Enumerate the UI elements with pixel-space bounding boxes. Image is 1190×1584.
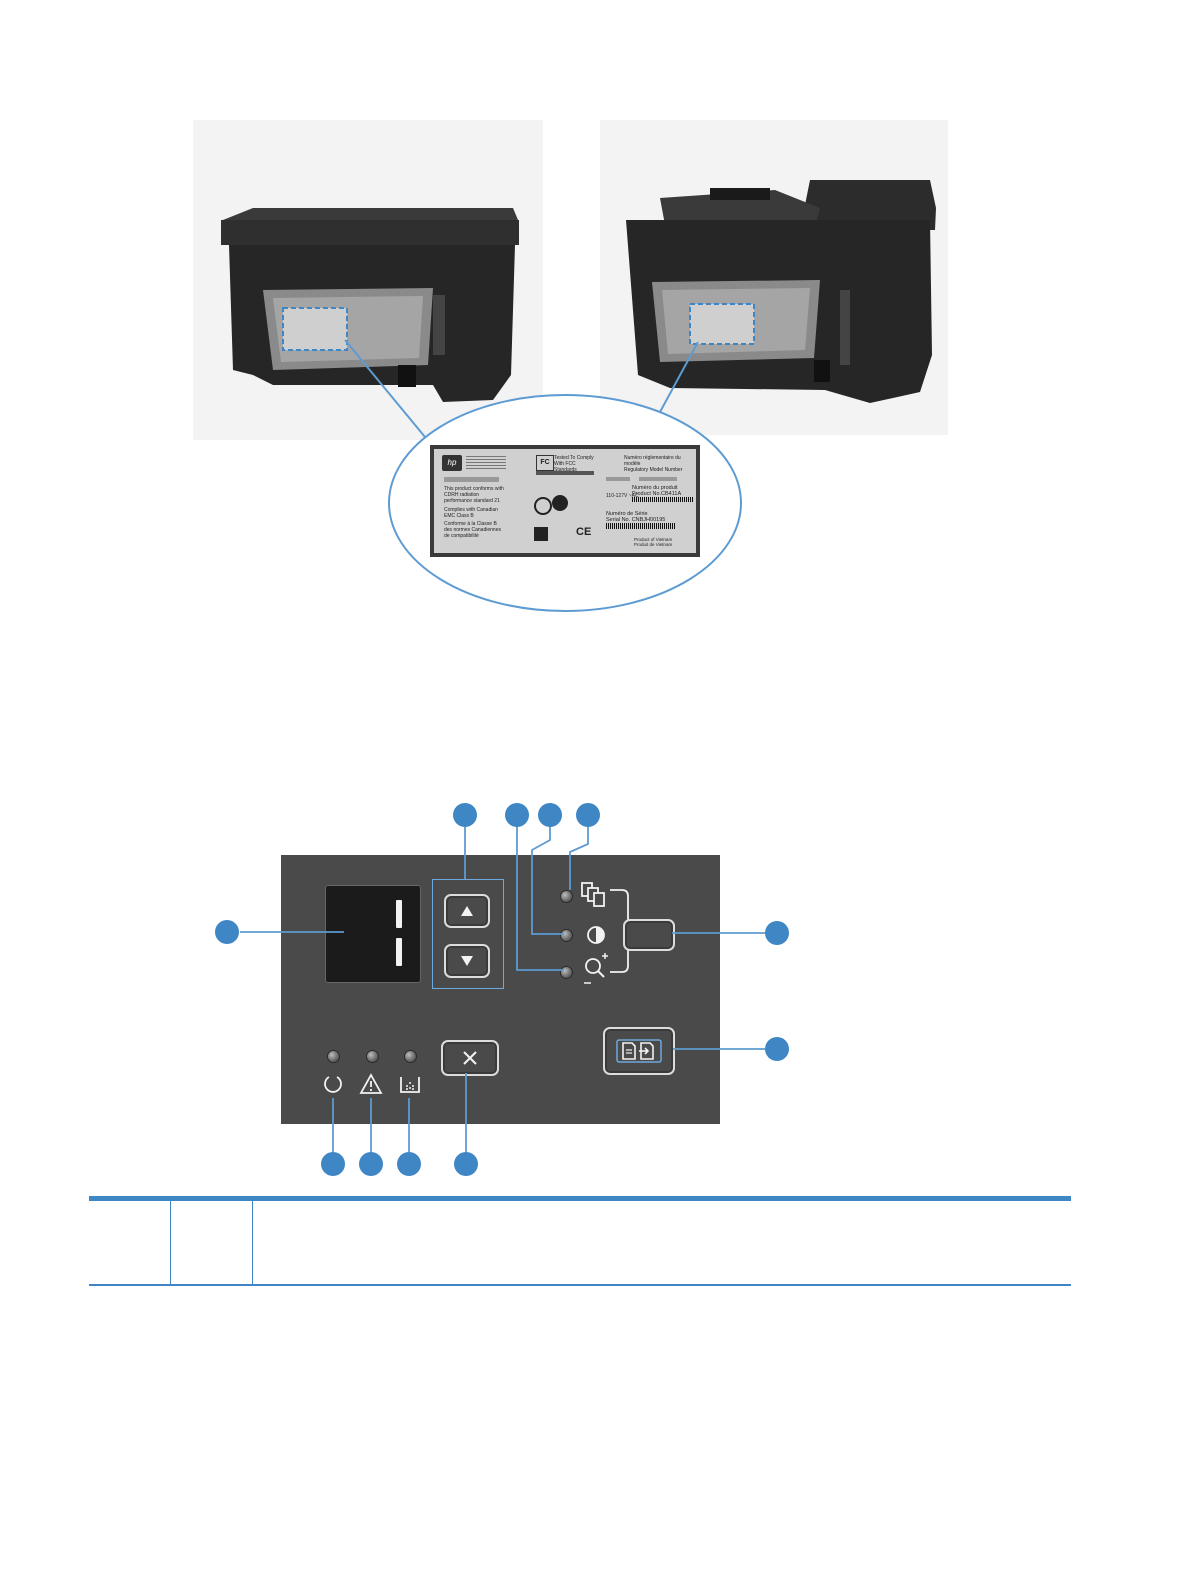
callout-marker-display bbox=[215, 920, 239, 944]
close-icon bbox=[463, 1051, 477, 1065]
arrow-button-group bbox=[432, 879, 504, 989]
callout-marker-copies bbox=[576, 803, 600, 827]
callout-marker-ready bbox=[321, 1152, 345, 1176]
callout-marker-toner bbox=[397, 1152, 421, 1176]
canada-text: Complies with Canadian EMC Class B requi… bbox=[444, 507, 498, 519]
callout-leader-lines bbox=[240, 826, 765, 1152]
fcc-line2: With FCC Standards bbox=[554, 461, 577, 473]
callout-marker-arrows bbox=[453, 803, 477, 827]
cancel-button[interactable] bbox=[441, 1040, 499, 1076]
start-copy-button[interactable] bbox=[603, 1027, 675, 1075]
serial-no-en: Serial No. bbox=[606, 517, 631, 523]
made-en: Product of Vietnam bbox=[634, 537, 673, 542]
copies-led bbox=[560, 890, 573, 903]
copies-icon bbox=[581, 882, 605, 907]
voltage-text: 110-127V ~AC bbox=[606, 493, 639, 499]
product-label: hp This product conforms with CDRH radia… bbox=[430, 445, 700, 557]
table-divider-2 bbox=[252, 1201, 253, 1284]
label-callout-lines bbox=[344, 339, 742, 612]
callout-marker-zoom bbox=[505, 803, 529, 827]
setup-button[interactable] bbox=[623, 919, 675, 951]
fcc-logo: FC bbox=[536, 455, 554, 471]
product-no-en: Product No. bbox=[632, 491, 662, 497]
product-no-fr: Numéro du produit bbox=[632, 485, 678, 491]
ul-mark-icon bbox=[552, 495, 568, 511]
zoom-icon bbox=[584, 953, 608, 984]
up-arrow-button[interactable] bbox=[444, 894, 490, 928]
printer-photo-left bbox=[193, 120, 543, 440]
callout-marker-cancel bbox=[454, 1152, 478, 1176]
led-display: 11 bbox=[325, 885, 421, 983]
hp-logo: hp bbox=[442, 455, 462, 471]
fcc-line1: Tested To Comply bbox=[554, 455, 594, 461]
contrast-icon bbox=[587, 926, 605, 944]
ready-icon bbox=[324, 1076, 342, 1093]
lighter-darker-led bbox=[560, 929, 573, 942]
toner-led bbox=[404, 1050, 417, 1063]
table-bottom-rule bbox=[89, 1284, 1071, 1286]
attention-warning-icon bbox=[359, 1073, 383, 1094]
regulatory-en: Regulatory Model Number bbox=[624, 467, 683, 473]
toner-icon bbox=[400, 1077, 420, 1093]
callout-marker-start-copy bbox=[765, 1037, 789, 1061]
made-fr: Produit de Vietnam bbox=[634, 542, 673, 547]
serial-no-value: CNBJH00195 bbox=[631, 517, 666, 523]
regulatory-fr: Numéro réglementaire du modèle bbox=[624, 455, 681, 467]
callout-marker-contrast bbox=[538, 803, 562, 827]
table-divider-1 bbox=[170, 1201, 171, 1284]
attention-led bbox=[366, 1050, 379, 1063]
ce-mark-icon: CE bbox=[576, 526, 592, 538]
start-copy-icon bbox=[616, 1039, 662, 1063]
callout-marker-setup bbox=[765, 921, 789, 945]
conform-text: This product conforms with CDRH radiatio… bbox=[444, 486, 504, 504]
printer-photo-right bbox=[600, 120, 948, 435]
ready-led bbox=[327, 1050, 340, 1063]
canada-fr-text: Conforme à la Classe B des normes Canadi… bbox=[444, 521, 501, 539]
down-arrow-button[interactable] bbox=[444, 944, 490, 978]
serial-no-fr: Numéro de Série bbox=[606, 511, 648, 517]
weee-icon bbox=[534, 527, 548, 541]
product-no-value: CB411A bbox=[661, 491, 682, 497]
triangle-up-icon bbox=[461, 906, 473, 916]
triangle-down-icon bbox=[461, 956, 473, 966]
table-top-rule bbox=[89, 1196, 1071, 1201]
callout-marker-attention bbox=[359, 1152, 383, 1176]
cert-symbol-icon bbox=[534, 497, 552, 515]
